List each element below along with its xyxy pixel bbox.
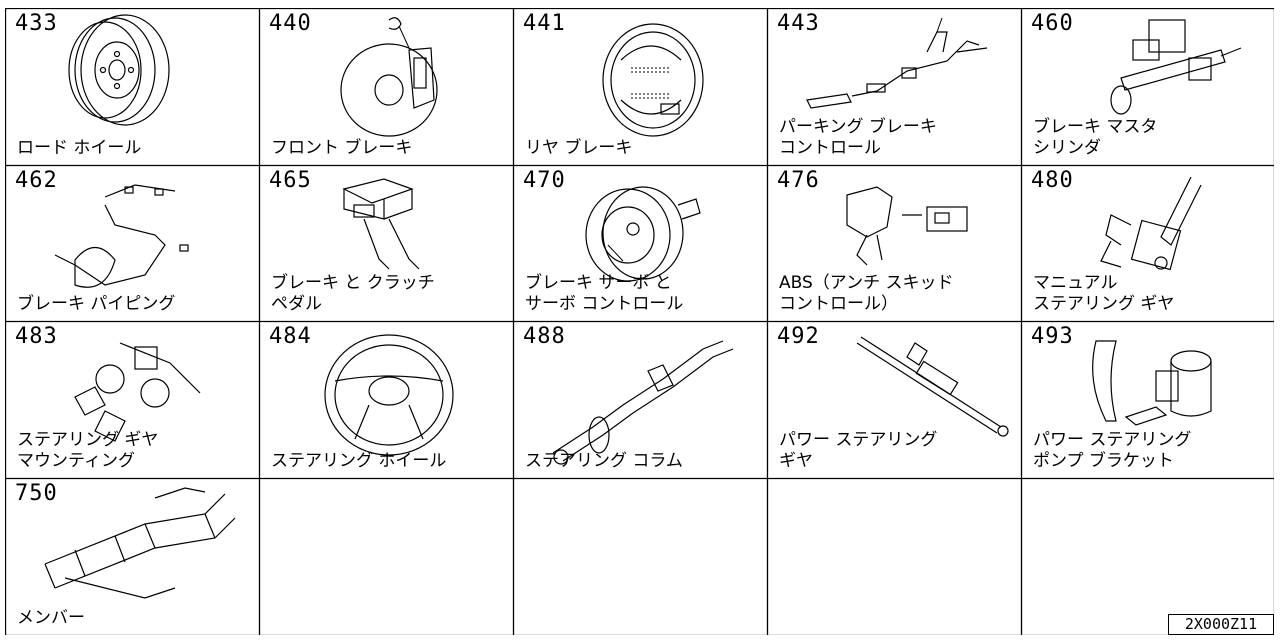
part-category-460[interactable]: 460 ブレーキ マスタシリンダ	[1021, 8, 1274, 165]
parking-brake-icon	[806, 17, 988, 109]
part-code: 465	[269, 168, 312, 193]
part-code: 470	[523, 168, 566, 193]
part-label-line: ブレーキ パイピング	[17, 294, 176, 314]
part-label-line: ブレーキ マスタ	[1033, 117, 1158, 137]
part-label: リヤ ブレーキ	[525, 138, 632, 159]
part-code: 443	[777, 11, 820, 36]
abs-icon	[846, 186, 968, 266]
part-code: 462	[15, 168, 58, 193]
part-label: ロード ホイール	[17, 138, 141, 159]
part-label: パーキング ブレーキコントロール	[779, 117, 937, 159]
brake-piping-icon	[54, 184, 189, 288]
part-category-493[interactable]: 493 パワー ステアリングポンプ ブラケット	[1021, 321, 1274, 478]
part-code: 476	[777, 168, 820, 193]
part-label: ABS（アンチ スキッドコントロール）	[779, 273, 954, 315]
part-category-470[interactable]: 470 ブレーキ サーボ とサーボ コントロール	[513, 165, 767, 321]
part-label-line: ABS（アンチ スキッド	[779, 273, 954, 293]
part-code: 484	[269, 324, 312, 349]
part-label-line: パワー ステアリング	[779, 430, 938, 450]
front-brake-icon	[340, 17, 438, 137]
parts-category-grid: 433 ロード ホイール 440 フロント ブレーキ 441 リヤ ブレーキ 443 パーキン…	[5, 8, 1274, 635]
part-code: 488	[523, 324, 566, 349]
part-label-line: コントロール	[779, 138, 881, 158]
part-category-750[interactable]: 750 メンバー	[5, 478, 259, 635]
part-label: ブレーキ サーボ とサーボ コントロール	[525, 273, 683, 315]
part-label-line: シリンダ	[1033, 138, 1101, 158]
pedal-icon	[342, 178, 420, 270]
part-label-line: パーキング ブレーキ	[779, 117, 937, 137]
part-code: 441	[523, 11, 566, 36]
part-label-line: ポンプ ブラケット	[1033, 451, 1174, 471]
part-label-line: ギヤ	[779, 451, 813, 471]
part-label-line: ステアリング ギヤ	[17, 430, 159, 450]
part-label: ステアリング コラム	[525, 451, 683, 472]
part-label-line: ペダル	[271, 294, 322, 314]
part-label: フロント ブレーキ	[271, 138, 412, 159]
part-label-line: ステアリング ギヤ	[1033, 294, 1175, 314]
steering-wheel-icon	[324, 334, 454, 456]
brake-servo-icon	[585, 186, 701, 282]
part-label: パワー ステアリングポンプ ブラケット	[1033, 430, 1191, 472]
part-code: 750	[15, 481, 58, 506]
part-label-line: コントロール）	[779, 294, 898, 314]
manual-steering-gear-icon	[1100, 176, 1202, 271]
part-code: 493	[1031, 324, 1074, 349]
part-category-441[interactable]: 441 リヤ ブレーキ	[513, 8, 767, 165]
part-label-line: リヤ ブレーキ	[525, 138, 633, 158]
part-code: 440	[269, 11, 312, 36]
part-code: 460	[1031, 11, 1074, 36]
part-label: パワー ステアリングギヤ	[779, 430, 937, 472]
part-label-line: ブレーキ サーボ と	[525, 273, 672, 293]
part-code: 492	[777, 324, 820, 349]
part-label-line: フロント ブレーキ	[271, 138, 413, 158]
diagram-code: 2X000Z11	[1168, 614, 1274, 635]
master-cylinder-icon	[1110, 19, 1242, 115]
part-category-440[interactable]: 440 フロント ブレーキ	[259, 8, 513, 165]
part-label: マニュアルステアリング ギヤ	[1033, 273, 1174, 315]
part-code: 433	[15, 11, 58, 36]
part-category-488[interactable]: 488 ステアリング コラム	[513, 321, 767, 478]
part-category-480[interactable]: 480 マニュアルステアリング ギヤ	[1021, 165, 1274, 321]
rear-brake-icon	[602, 23, 704, 137]
steering-column-icon	[552, 340, 734, 465]
part-label-line: サーボ コントロール	[525, 294, 684, 314]
part-code: 483	[15, 324, 58, 349]
part-label: ブレーキ パイピング	[17, 294, 175, 315]
part-category-443[interactable]: 443 パーキング ブレーキコントロール	[767, 8, 1021, 165]
gear-mounting-icon	[74, 342, 201, 442]
part-label-line: メンバー	[17, 608, 85, 628]
part-label-line: マニュアル	[1033, 273, 1118, 293]
part-label: ステアリング ギヤマウンティング	[17, 430, 158, 472]
part-category-433[interactable]: 433 ロード ホイール	[5, 8, 259, 165]
part-category-484[interactable]: 484 ステアリング ホイール	[259, 321, 513, 478]
part-label-line: ステアリング ホイール	[271, 451, 447, 471]
part-category-492[interactable]: 492 パワー ステアリングギヤ	[767, 321, 1021, 478]
part-category-483[interactable]: 483 ステアリング ギヤマウンティング	[5, 321, 259, 478]
part-code: 480	[1031, 168, 1074, 193]
wheel-icon	[68, 14, 170, 126]
part-label-line: ブレーキ と クラッチ	[271, 273, 435, 293]
part-label: メンバー	[17, 608, 85, 629]
part-label: ブレーキ マスタシリンダ	[1033, 117, 1157, 159]
part-label-line: パワー ステアリング	[1033, 430, 1192, 450]
power-steering-gear-icon	[856, 336, 1009, 437]
pump-bracket-icon	[1092, 340, 1212, 426]
part-category-465[interactable]: 465 ブレーキ と クラッチペダル	[259, 165, 513, 321]
part-label-line: ステアリング コラム	[525, 451, 683, 471]
part-label: ブレーキ と クラッチペダル	[271, 273, 435, 315]
part-category-462[interactable]: 462 ブレーキ パイピング	[5, 165, 259, 321]
member-frame-icon	[44, 487, 236, 599]
part-label-line: ロード ホイール	[17, 138, 142, 158]
part-label-line: マウンティング	[17, 451, 135, 471]
part-label: ステアリング ホイール	[271, 451, 446, 472]
